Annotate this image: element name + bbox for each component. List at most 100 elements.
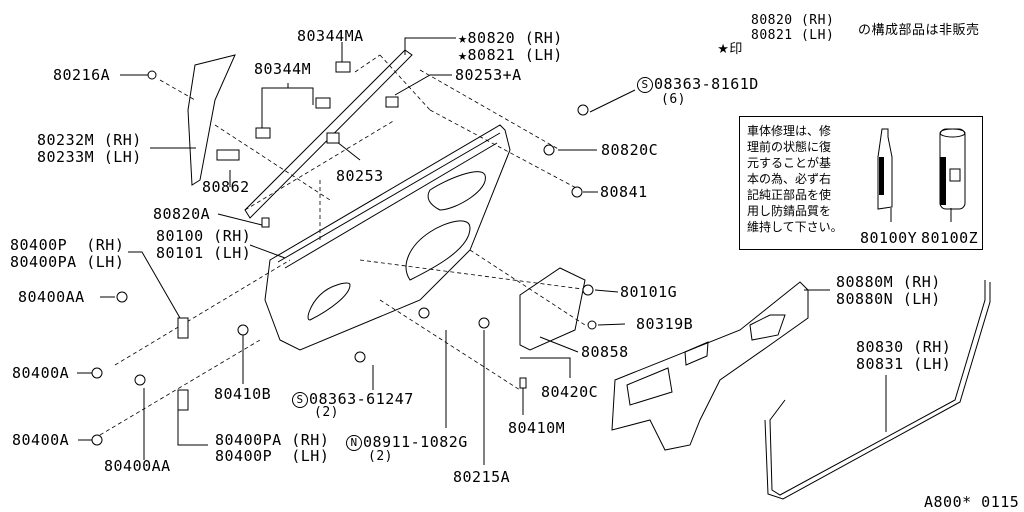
label-80820C: 80820C [601, 141, 659, 159]
leader-80820 [404, 37, 456, 55]
screw-mark-icon: S [292, 391, 308, 408]
label-80216A: 80216A [53, 66, 111, 84]
tube-icon [877, 128, 893, 210]
nut-08911-1082G [418, 307, 430, 319]
mark-text: 印 [729, 42, 743, 57]
label-80400A-1: 80400A [12, 364, 70, 382]
qty-08911-1082G: (2) [368, 449, 393, 464]
block-80862 [216, 149, 240, 161]
clip-80820A [261, 217, 270, 228]
leader-80820A [217, 213, 263, 226]
rust-prevention-note-box: 車体修理は、修 理前の状態に復 元することが基 本の為、必ず右 記純正部品を使 … [739, 116, 983, 250]
screw-08363-61247 [354, 351, 366, 363]
leader-80101G [594, 289, 619, 293]
note-suffix: の構成部品は非販売 [858, 23, 980, 38]
label-80862: 80862 [202, 178, 250, 196]
label-80820: ★80820 (RH) [458, 29, 563, 47]
label-80400P-lh: 80400P (LH) [215, 447, 330, 465]
clip-80101G [582, 284, 594, 296]
label-80100Y: 80100Y [860, 229, 918, 247]
part-number: 08363-61247 [309, 390, 414, 408]
hinge-lower [177, 389, 189, 411]
label-80880M: 80880M (RH) [836, 273, 941, 291]
label-80100: 80100 (RH) [156, 227, 252, 245]
note-text: 車体修理は、修 理前の状態に復 元することが基 本の為、必ず右 記純正部品を使 … [747, 124, 843, 234]
screw-mark-icon: S [637, 76, 653, 93]
bolt-80410B [237, 324, 249, 336]
leader-80253A [394, 74, 452, 96]
note-line-lh: 80821 (LH) [751, 28, 835, 43]
label-80410M: 80410M [508, 419, 566, 437]
clip-80253A [385, 96, 399, 108]
leader-08363-8161D [589, 89, 636, 113]
label-80253: 80253 [336, 167, 384, 185]
screw-08363-8161D [577, 104, 589, 116]
label-80841: 80841 [600, 183, 648, 201]
label-80233M: 80233M (LH) [37, 148, 142, 166]
label-80831: 80831 (LH) [856, 355, 952, 373]
leader-80319B [597, 323, 626, 326]
sash-80232M [187, 54, 236, 186]
label-80400A-2: 80400A [12, 431, 70, 449]
note-line-rh: 80820 (RH) [751, 13, 835, 28]
nut-mark-icon: N [346, 434, 362, 451]
star-icon: ★ [717, 42, 730, 57]
non-sale-note: ★印 [708, 24, 743, 58]
label-80400PA-rh: 80400PA (RH) [215, 431, 330, 449]
label-80821: ★80821 (LH) [458, 46, 563, 64]
bolt-80400A-1 [91, 367, 103, 379]
part-number: 08363-8161D [654, 75, 759, 93]
label-80410B: 80410B [214, 385, 272, 403]
clip-80820C [543, 144, 555, 156]
label-80344M: 80344M [254, 60, 312, 78]
qty-08363-8161D: (6) [661, 92, 686, 107]
bolt-80400AA-bottom [134, 374, 146, 386]
label-80101: 80101 (LH) [156, 244, 252, 262]
clip-80253 [326, 132, 340, 144]
door-shell [187, 49, 586, 351]
bolt-80400AA-top [116, 291, 128, 303]
leader-80420C [520, 357, 571, 378]
leader-80400P [128, 251, 181, 319]
bolt-80216A [147, 70, 157, 80]
label-80400P-rh: 80400P (RH) [10, 236, 125, 254]
label-80100Z: 80100Z [921, 229, 979, 247]
clip-80215A [478, 317, 490, 329]
clip-80344M-b [255, 127, 271, 139]
figure-id: A800* 0115 [924, 493, 1020, 511]
clip-80344M-a [315, 97, 331, 109]
clip-80344MA [335, 61, 351, 73]
trim-panel [611, 281, 809, 451]
leader-80400PA [177, 405, 208, 446]
weatherstrip [764, 280, 991, 500]
leader-80858 [539, 336, 579, 353]
label-80253A: 80253+A [455, 66, 522, 84]
label-80400PA-lh: 80400PA (LH) [10, 253, 125, 271]
clip-80841 [571, 186, 583, 198]
note-illustrations [877, 128, 966, 210]
qty-08363-61247: (2) [314, 405, 339, 420]
leader-80100 [249, 244, 286, 259]
moulding-80820 [244, 49, 413, 219]
label-80830: 80830 (RH) [856, 338, 952, 356]
label-80858: 80858 [581, 343, 629, 361]
clip-80319B [587, 320, 597, 330]
label-80319B: 80319B [636, 315, 694, 333]
module-80858 [519, 267, 586, 351]
label-80420C: 80420C [541, 383, 599, 401]
part-number: 08911-1082G [363, 433, 468, 451]
label-80215A: 80215A [453, 468, 511, 486]
leader-80344M [261, 87, 314, 128]
label-80344MA: 80344MA [297, 27, 364, 45]
bolt-80400A-2 [91, 434, 103, 446]
label-80400AA-top: 80400AA [18, 288, 85, 306]
striker-80410M [519, 377, 527, 389]
hinge-upper [177, 317, 189, 339]
label-80400AA-bottom: 80400AA [104, 457, 171, 475]
label-80101G: 80101G [620, 283, 678, 301]
label-80232M: 80232M (RH) [37, 131, 142, 149]
